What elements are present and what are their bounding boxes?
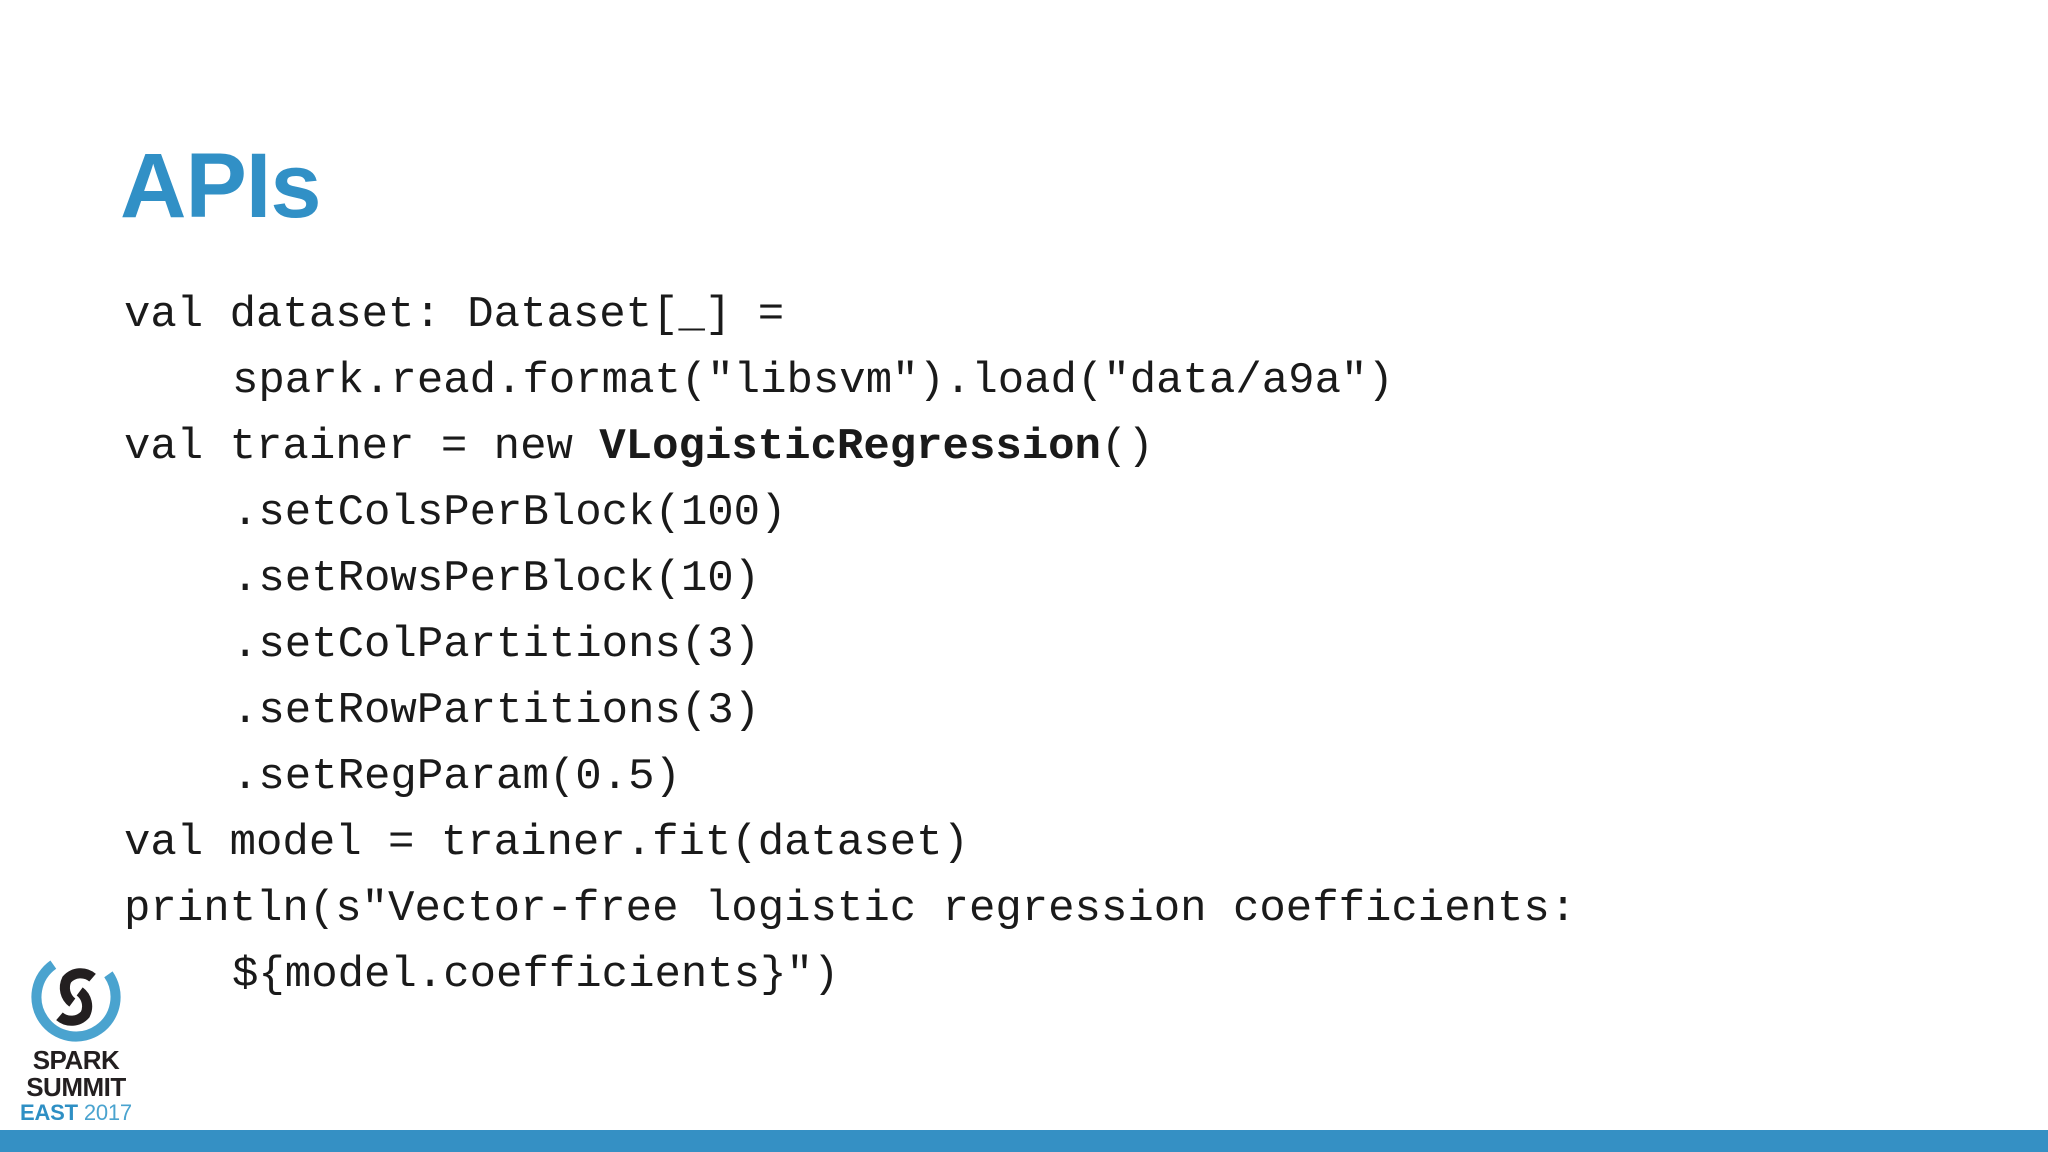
code-line-3-prefix: val trainer = new [124,422,600,472]
code-line-1: val dataset: Dataset[_] = [124,290,785,340]
page-title: APIs [120,134,322,237]
code-line-3: val trainer = new VLogisticRegression() [124,414,1924,480]
logo-text-year: 2017 [83,1100,132,1125]
code-line-7: .setRowPartitions(3) [232,686,761,736]
logo-text-spark: SPARK [32,1045,120,1075]
bottom-accent-bar [0,1130,2048,1152]
logo-text-east: EAST [20,1100,78,1125]
code-line-4: .setColsPerBlock(100) [232,488,787,538]
code-block: val dataset: Dataset[_] = spark.read.for… [124,282,1924,1008]
code-line-9: val model = trainer.fit(dataset) [124,818,969,868]
code-line-10: println(s"Vector-free logistic regressio… [124,884,1577,934]
class-name-vlogisticregression: VLogisticRegression [599,422,1101,472]
code-line-2: spark.read.format("libsvm").load("data/a… [232,356,1394,406]
code-line-8: .setRegParam(0.5) [232,752,681,802]
code-line-5: .setRowsPerBlock(10) [232,554,761,604]
spark-summit-spiral-logo-icon [31,960,121,1042]
logo-wordmark: SPARK SUMMIT EAST 2017 [16,1047,136,1124]
code-line-11: ${model.coefficients}") [232,950,840,1000]
code-line-6: .setColPartitions(3) [232,620,761,670]
logo-text-summit: SUMMIT [26,1072,126,1102]
code-line-3-suffix: () [1100,422,1154,472]
spark-summit-logo: SPARK SUMMIT EAST 2017 [16,951,136,1124]
logo-text-eastline: EAST 2017 [16,1102,136,1124]
